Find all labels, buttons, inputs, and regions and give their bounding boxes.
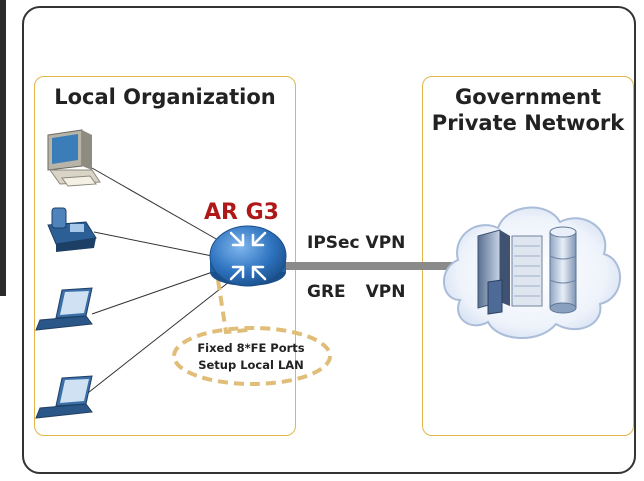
government-network-title: Government Private Network (422, 84, 634, 136)
desktop-pc-icon (47, 129, 101, 187)
private-cloud-icon (443, 206, 621, 339)
router-label: AR G3 (204, 200, 279, 225)
laptop-icon-1 (35, 287, 93, 331)
gov-title-line2: Private Network (431, 111, 625, 135)
callout-bubble (172, 279, 332, 386)
gov-title-line1: Government (454, 85, 601, 109)
ip-phone-icon (47, 207, 97, 252)
device-links (83, 167, 235, 397)
laptop-icon-2 (35, 375, 93, 419)
local-organization-zone (34, 76, 296, 436)
outer-frame (22, 6, 636, 474)
ipsec-vpn-label: IPSec VPN (307, 233, 406, 253)
vpn-link-bar (282, 262, 462, 270)
left-edge-bar (0, 0, 6, 296)
gre-vpn-label: GRE VPN (307, 282, 406, 302)
link-desktop (91, 167, 233, 249)
callout-line2: Setup Local LAN (198, 358, 304, 372)
router-icon (209, 225, 287, 287)
link-laptop-2 (83, 277, 235, 397)
government-network-zone (422, 76, 634, 436)
link-laptop-1 (91, 267, 225, 315)
local-organization-title: Local Organization (54, 85, 276, 109)
callout-text: Fixed 8*FE Ports Setup Local LAN (176, 340, 326, 374)
link-phone (93, 231, 223, 259)
callout-line1: Fixed 8*FE Ports (197, 341, 305, 355)
